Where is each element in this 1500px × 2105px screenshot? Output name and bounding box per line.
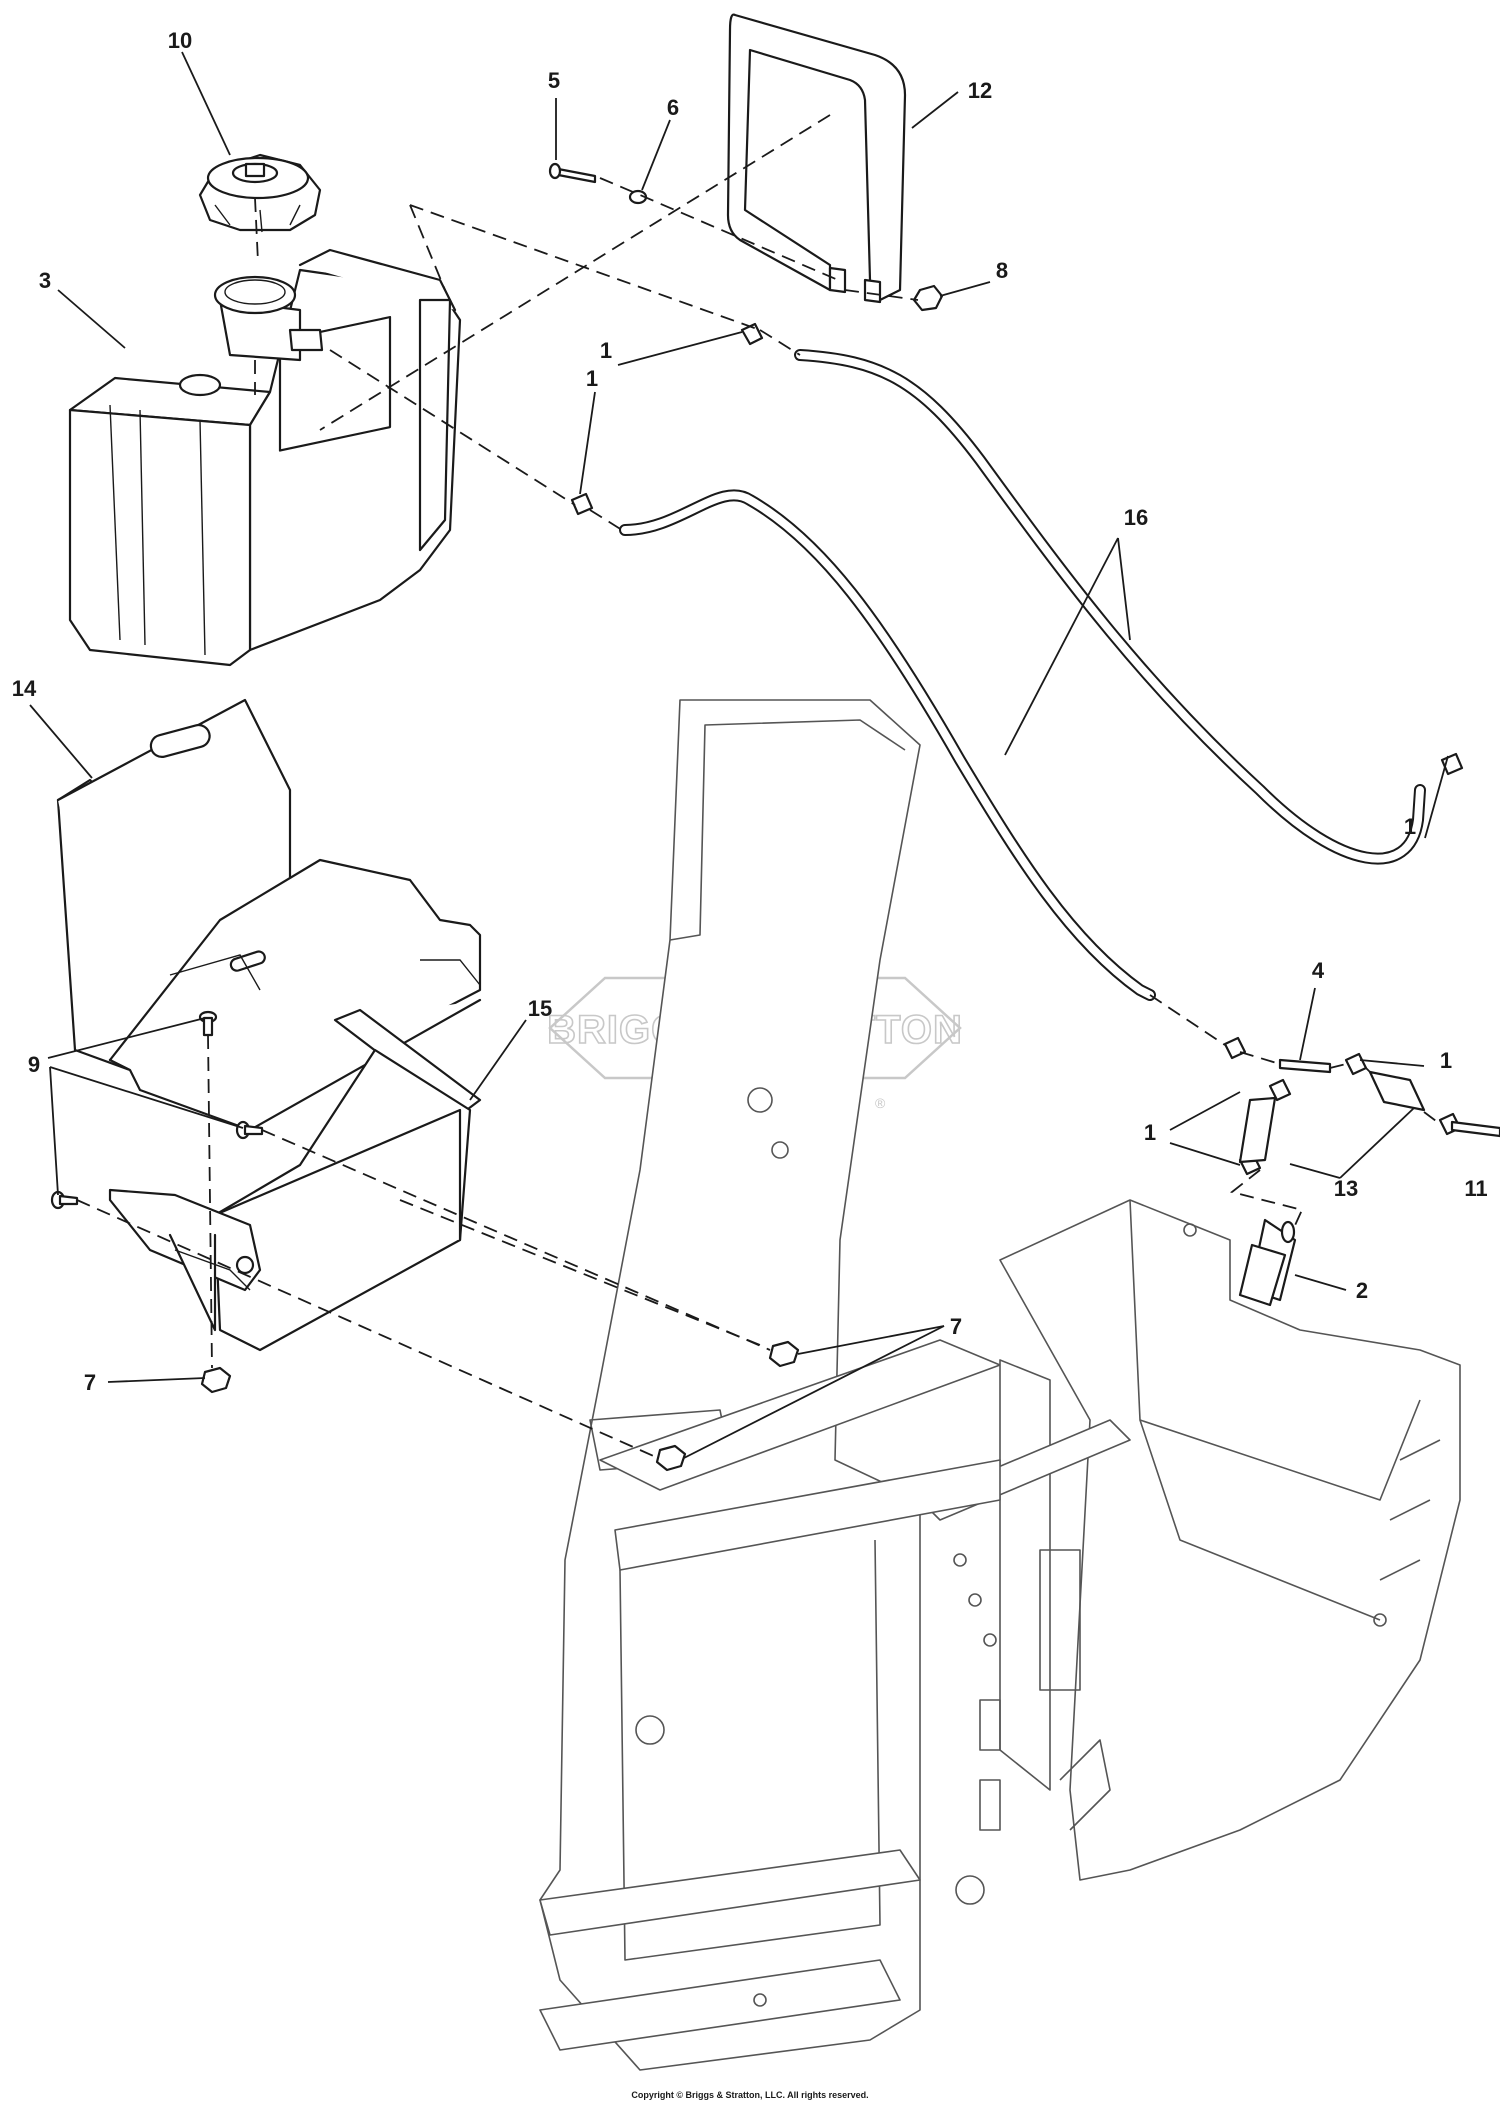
chassis-frame — [539, 699, 1461, 2071]
callout-8: 8 — [996, 258, 1008, 283]
callout-6: 6 — [667, 95, 679, 120]
callout-1-right: 1 — [1404, 814, 1416, 839]
callout-1-top: 1 — [600, 338, 612, 363]
callout-5: 5 — [548, 68, 560, 93]
tank-strap — [726, 13, 907, 304]
hose-fitting-4 — [1278, 1058, 1332, 1074]
hose-fitting-11 — [1450, 1120, 1500, 1138]
watermark-registered-mark: ® — [875, 1095, 886, 1111]
heat-shield — [56, 698, 482, 1132]
callout-2: 2 — [1356, 1278, 1368, 1303]
callout-3: 3 — [39, 268, 51, 293]
callout-1-filter: 1 — [1144, 1120, 1156, 1145]
leader-lines — [29, 51, 1449, 1459]
callout-12: 12 — [968, 78, 992, 103]
callout-15: 15 — [528, 996, 552, 1021]
fuel-hose-upper — [794, 349, 1426, 865]
nut-8 — [912, 284, 944, 312]
copyright-notice: Copyright © Briggs & Stratton, LLC. All … — [631, 2090, 869, 2100]
callout-7-left: 7 — [84, 1370, 96, 1395]
callout-13: 13 — [1334, 1176, 1358, 1201]
fastener-9-top — [198, 1010, 218, 1037]
nut-7-frame-upper — [768, 1340, 800, 1368]
callout-9: 9 — [28, 1052, 40, 1077]
callout-1-tank: 1 — [586, 366, 598, 391]
fuel-filter — [1238, 1218, 1297, 1307]
callout-7-frame: 7 — [950, 1314, 962, 1339]
screw-5 — [548, 162, 597, 184]
fastener-9-left — [50, 1190, 79, 1210]
nut-7-lower-left — [200, 1366, 232, 1394]
callout-1-fitting: 1 — [1440, 1048, 1452, 1073]
callout-10: 10 — [168, 28, 192, 53]
hose-section-13 — [1238, 1070, 1426, 1164]
callout-4: 4 — [1312, 958, 1325, 983]
callout-11: 11 — [1464, 1176, 1487, 1201]
fastener-9-middle — [235, 1120, 264, 1140]
fuel-hose-lower — [619, 489, 1156, 1001]
fuel-tank — [68, 248, 462, 667]
fuel-cap — [198, 153, 322, 233]
callout-16: 16 — [1124, 505, 1148, 530]
nut-7-frame-lower — [655, 1444, 687, 1472]
assembly-lines — [76, 114, 1441, 1459]
callout-labels: 10 5 6 12 3 8 1 1 16 14 1 4 15 1 9 1 13 … — [12, 28, 1488, 1395]
callout-14: 14 — [12, 676, 37, 701]
